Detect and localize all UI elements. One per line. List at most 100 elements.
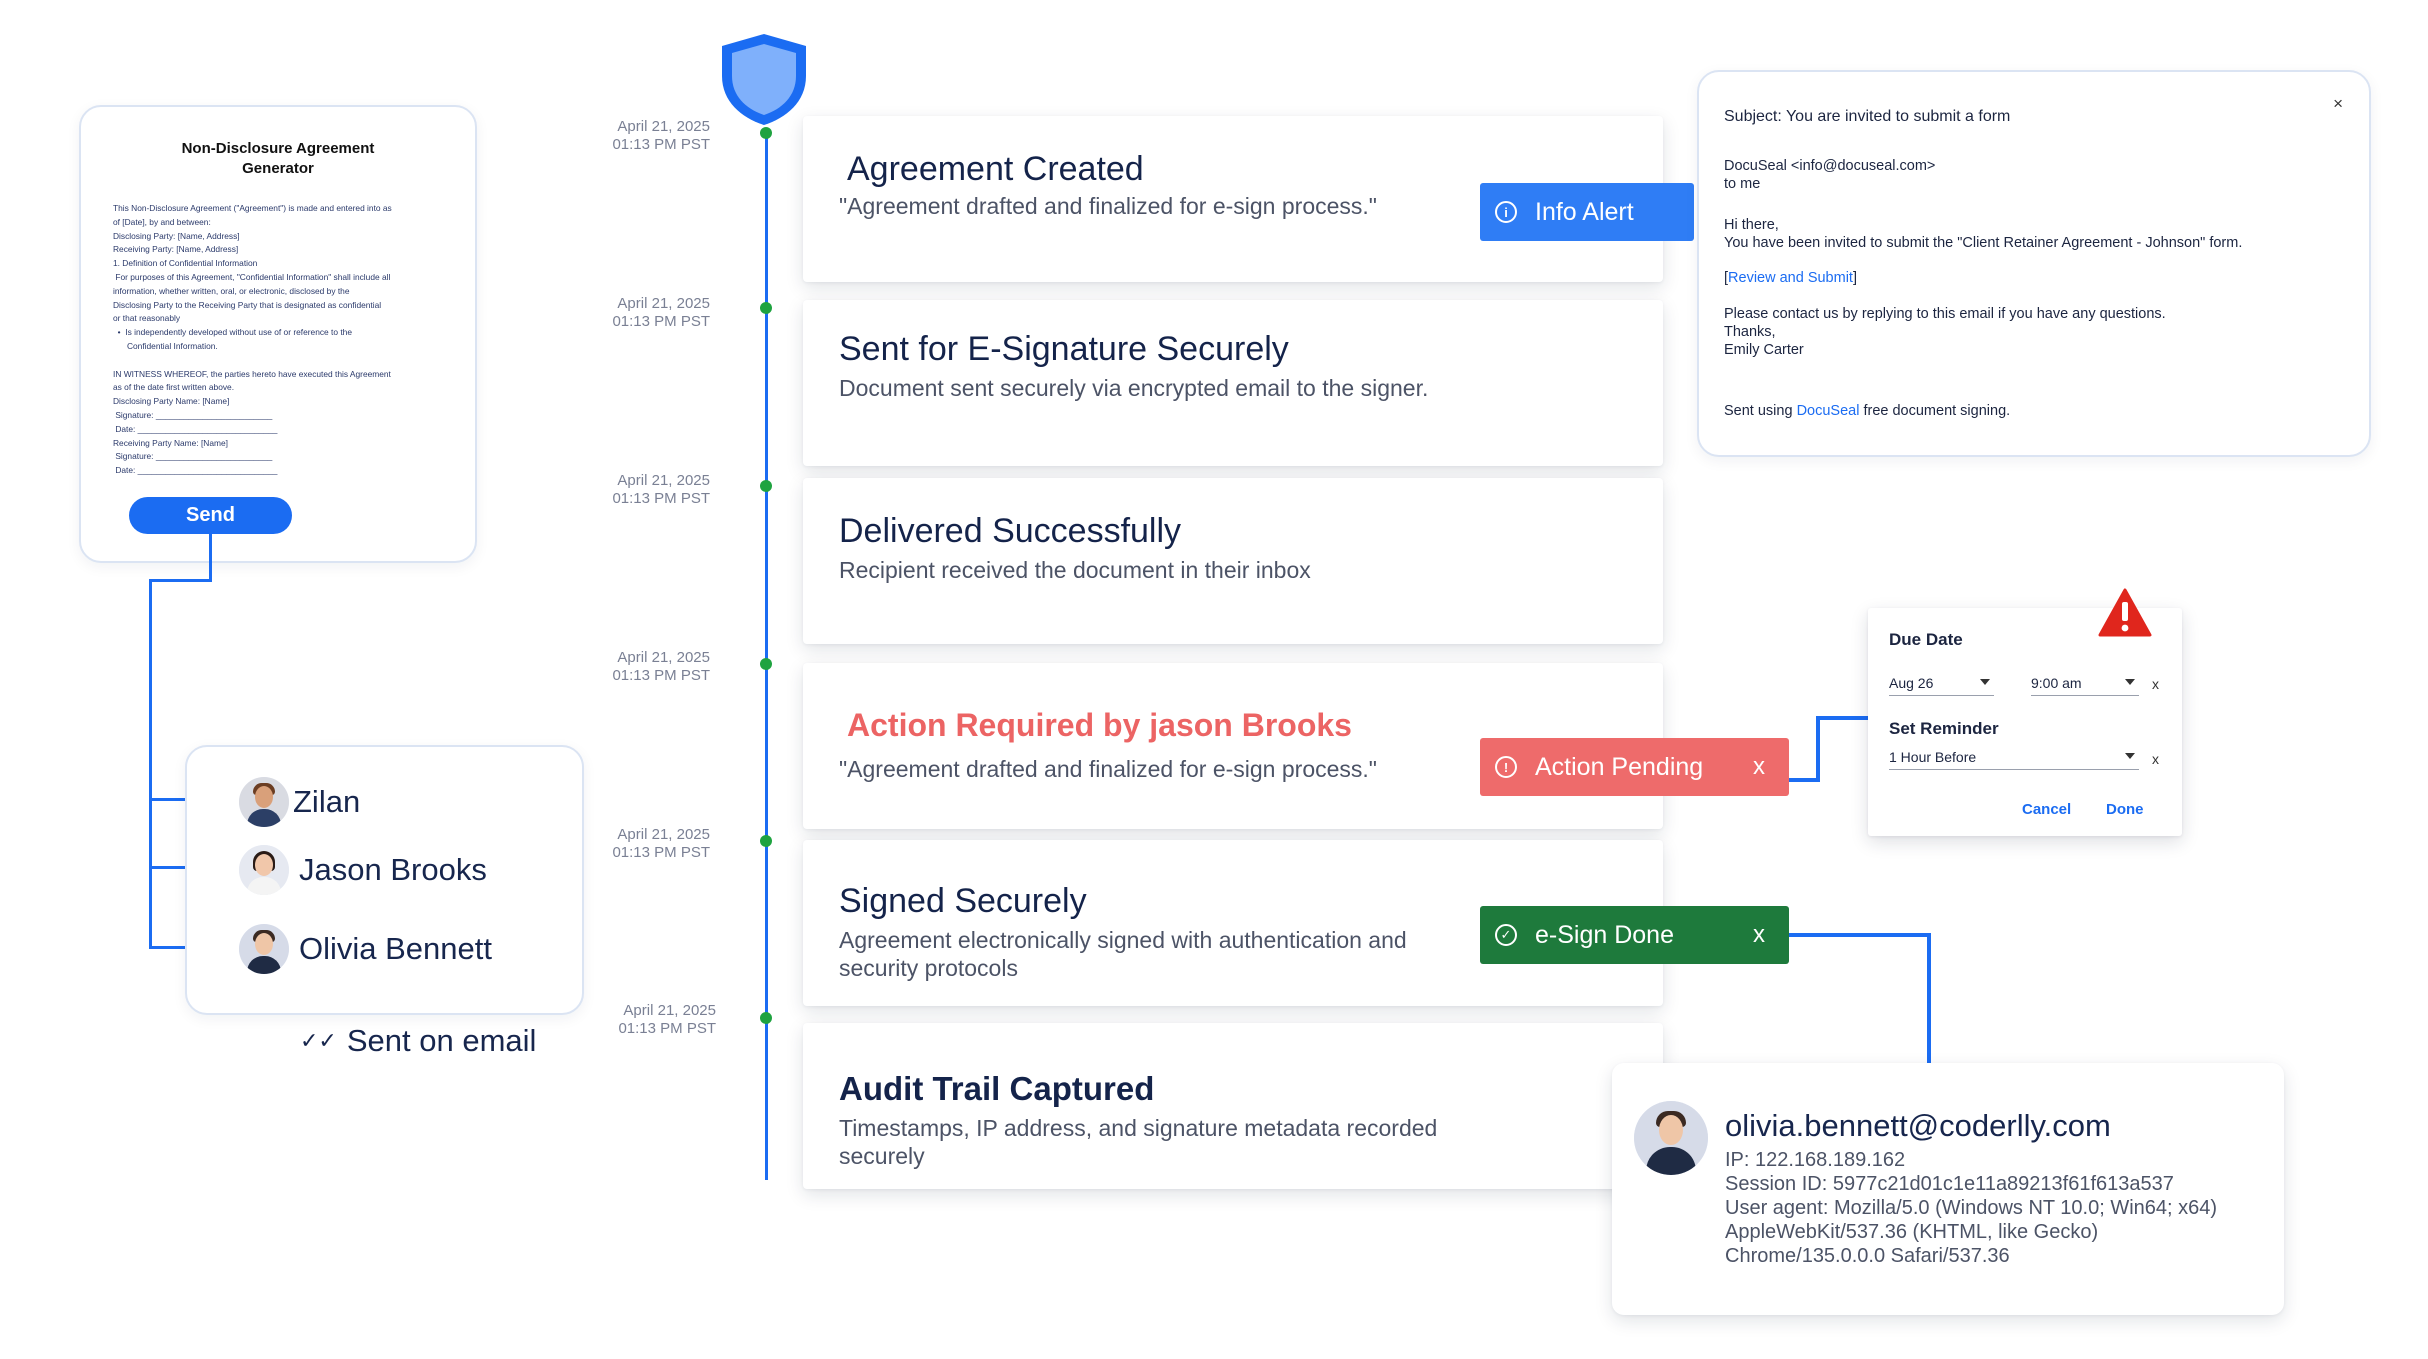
timeline-step-audit-trail: Audit Trail Captured Timestamps, IP addr… <box>803 1023 1663 1189</box>
due-date-popup: Due Date Aug 26 9:00 am x Set Reminder 1… <box>1868 608 2182 836</box>
esign-done-badge[interactable]: ✓ e-Sign Done x <box>1480 906 1789 964</box>
clear-date-icon[interactable]: x <box>2152 676 2159 692</box>
avatar-olivia <box>239 924 289 974</box>
step-description: "Agreement drafted and finalized for e-s… <box>839 756 1377 782</box>
recipient-item[interactable]: Zilan <box>239 774 360 830</box>
nda-line <box>113 354 457 368</box>
timestamp-time: 01:13 PM PST <box>618 1020 716 1037</box>
timestamp-date: April 21, 2025 <box>617 826 710 843</box>
connector-line <box>209 531 212 581</box>
due-date-value: Aug 26 <box>1889 675 1934 691</box>
timeline-dot <box>760 302 772 314</box>
review-and-submit-link[interactable]: Review and Submit <box>1728 270 1853 286</box>
info-alert-badge[interactable]: i Info Alert <box>1480 183 1694 241</box>
timeline-line <box>765 130 768 1180</box>
timeline-step-delivered: Delivered Successfully Recipient receive… <box>803 478 1663 644</box>
reminder-select[interactable]: 1 Hour Before <box>1889 748 2139 770</box>
timestamp: April 21, 2025 01:13 PM PST <box>576 1002 716 1038</box>
avatar-zilan <box>239 777 289 827</box>
email-thanks: Thanks, <box>1724 324 1776 340</box>
email-to: to me <box>1724 176 1761 192</box>
timestamp: April 21, 2025 01:13 PM PST <box>570 826 710 862</box>
email-subject: Subject: You are invited to submit a for… <box>1724 108 2011 125</box>
nda-line: This Non-Disclosure Agreement ("Agreemen… <box>113 203 392 213</box>
due-time-select[interactable]: 9:00 am <box>2031 674 2139 696</box>
timestamp-date: April 21, 2025 <box>623 1002 716 1019</box>
close-icon[interactable]: x <box>1753 921 1765 948</box>
nda-line: of [Date], by and between: <box>113 216 211 227</box>
recipient-name: Jason Brooks <box>299 852 487 887</box>
recipient-item[interactable]: Olivia Bennett <box>239 921 492 977</box>
step-title: Audit Trail Captured <box>839 1070 1155 1107</box>
step-title: Action Required by jason Brooks <box>847 707 1352 743</box>
timeline-dot <box>760 127 772 139</box>
action-pending-badge[interactable]: ! Action Pending x <box>1480 738 1789 796</box>
connector-line <box>1927 933 1931 1065</box>
timestamp: April 21, 2025 01:13 PM PST <box>570 472 710 508</box>
bracket: ] <box>1852 270 1857 286</box>
step-description: Recipient received the document in their… <box>839 557 1311 583</box>
timestamp-date: April 21, 2025 <box>617 649 710 666</box>
timestamp-date: April 21, 2025 <box>617 118 710 135</box>
email-from: DocuSeal <info@docuseal.com> <box>1724 158 1936 174</box>
nda-line: 1. Definition of Confidential Informatio… <box>113 258 258 269</box>
shield-icon <box>722 34 806 125</box>
avatar-olivia <box>1634 1101 1708 1175</box>
step-title: Agreement Created <box>847 150 1144 188</box>
timestamp-time: 01:13 PM PST <box>612 490 710 507</box>
nda-line: information, whether written, oral, or e… <box>113 285 350 296</box>
step-title: Signed Securely <box>839 882 1087 920</box>
step-title: Delivered Successfully <box>839 512 1182 550</box>
timestamp-time: 01:13 PM PST <box>612 313 710 330</box>
clear-reminder-icon[interactable]: x <box>2152 751 2159 767</box>
connector-line <box>149 798 219 801</box>
double-check-icon: ✓✓ <box>300 1028 337 1053</box>
timestamp-date: April 21, 2025 <box>617 472 710 489</box>
nda-line: Disclosing Party: [Name, Address] <box>113 230 240 241</box>
send-button[interactable]: Send <box>129 497 292 534</box>
nda-line: Confidential Information. <box>113 340 218 351</box>
nda-title: Non-Disclosure Agreement Generator <box>81 139 475 179</box>
audit-ip: IP: 122.168.189.162 <box>1725 1149 1906 1171</box>
timeline-dot <box>760 1012 772 1024</box>
recipient-name: Olivia Bennett <box>299 931 492 966</box>
step-description: Document sent securely via encrypted ema… <box>839 375 1429 401</box>
nda-line: Receiving Party Name: [Name] <box>113 437 228 448</box>
step-description: "Agreement drafted and finalized for e-s… <box>839 193 1377 219</box>
connector-line <box>149 579 152 949</box>
close-icon[interactable]: × <box>2333 94 2343 113</box>
email-link-row: [Review and Submit] <box>1724 269 1857 287</box>
recipients-card: Zilan Jason Brooks Olivia Bennett <box>185 745 584 1015</box>
nda-line: Date: ______________________________ <box>113 465 278 476</box>
nda-title-line-2: Generator <box>242 160 314 177</box>
connector-line <box>1789 933 1931 937</box>
email-body-line: You have been invited to submit the "Cli… <box>1724 235 2243 251</box>
connector-line <box>149 866 219 869</box>
badge-label: e-Sign Done <box>1535 920 1674 949</box>
recipient-item[interactable]: Jason Brooks <box>239 842 487 898</box>
signer-email: olivia.bennett@coderlly.com <box>1725 1108 2111 1143</box>
connector-line <box>149 946 219 949</box>
due-date-label: Due Date <box>1889 630 1963 649</box>
due-date-select[interactable]: Aug 26 <box>1889 674 1994 696</box>
nda-line: Disclosing Party to the Receiving Party … <box>113 299 382 310</box>
step-description: Timestamps, IP address, and signature me… <box>839 1115 1438 1169</box>
nda-title-line-1: Non-Disclosure Agreement <box>181 140 375 157</box>
close-icon[interactable]: x <box>1753 753 1765 780</box>
chevron-down-icon <box>1980 679 1990 685</box>
audit-metadata: IP: 122.168.189.162 Session ID: 5977c21d… <box>1725 1148 2217 1268</box>
docuseal-link[interactable]: DocuSeal <box>1796 403 1860 419</box>
step-description: Agreement electronically signed with aut… <box>839 927 1407 981</box>
cancel-button[interactable]: Cancel <box>2022 801 2072 818</box>
nda-line: For purposes of this Agreement, "Confide… <box>113 271 391 282</box>
done-button[interactable]: Done <box>2106 801 2144 818</box>
connector-line <box>149 579 212 582</box>
avatar-jason <box>239 845 289 895</box>
timestamp: April 21, 2025 01:13 PM PST <box>570 118 710 154</box>
due-time-value: 9:00 am <box>2031 675 2082 691</box>
nda-line: Signature: _________________________ <box>113 451 273 462</box>
timeline-dot <box>760 658 772 670</box>
audit-user-agent: Chrome/135.0.0.0 Safari/537.36 <box>1725 1245 2010 1267</box>
nda-line: Date: ______________________________ <box>113 423 278 434</box>
footer-text: free document signing. <box>1859 403 2011 419</box>
